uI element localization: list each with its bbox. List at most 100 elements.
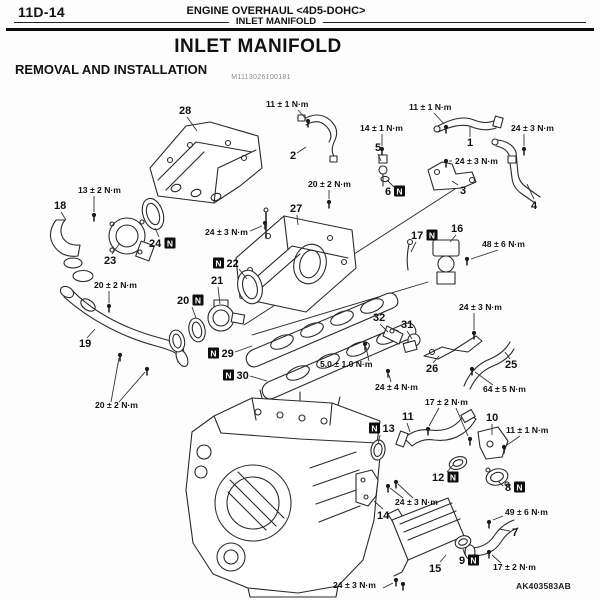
bolt-icon <box>486 519 492 525</box>
callout-24: 24 <box>149 238 162 250</box>
callout-leader-line <box>296 214 299 226</box>
header-title: ENGINE OVERHAUL <4D5-DOHC> <box>186 5 366 17</box>
figure-code: AK403583AB <box>516 581 571 591</box>
n-marker-box <box>213 257 224 269</box>
n-marker-letter: N <box>429 231 435 241</box>
callout-22: 22 <box>227 258 239 270</box>
part-15-egr-cooler <box>387 497 465 577</box>
torque-label: 24 ± 3 N·m <box>395 497 438 507</box>
torque-leader-line <box>389 487 404 499</box>
callout-27: 27 <box>290 203 302 215</box>
n-marker-box <box>447 471 459 483</box>
bolt-icon <box>385 483 391 489</box>
torque-label: 49 ± 6 N·m <box>505 507 548 517</box>
part-20-gaskets <box>168 317 206 353</box>
torque-label: 24 ± 3 N·m <box>459 302 502 312</box>
callout-leader-line <box>410 241 417 253</box>
callout-leader-line <box>296 146 307 154</box>
callout-25: 25 <box>505 359 517 371</box>
callout-leader-line <box>377 153 382 162</box>
n-marker-letter: N <box>225 371 231 381</box>
n-marker-box <box>223 369 234 381</box>
callout-leader-line <box>432 355 440 364</box>
part-17-level-gauge <box>406 238 414 271</box>
bolt-icon <box>467 436 473 442</box>
part-3-bracket <box>427 161 477 191</box>
torque-label: 48 ± 6 N·m <box>482 239 525 249</box>
part-21-egr-valve <box>207 299 246 332</box>
bolt-icon <box>521 146 527 152</box>
bolt-icon <box>443 124 449 130</box>
callout-31: 31 <box>401 319 413 331</box>
header-subtitle: INLET MANIFOLD <box>228 16 324 27</box>
part-25-pipe <box>463 341 515 390</box>
callout-9: 9 <box>459 555 465 567</box>
torque-leader-line <box>249 225 263 232</box>
torque-leader-line <box>118 371 146 403</box>
callout-23: 23 <box>104 255 116 267</box>
callout-leader-line <box>386 179 395 188</box>
bolt-icon <box>262 220 268 226</box>
bolt-icon <box>106 303 112 309</box>
torque-label: 24 ± 3 N·m <box>455 156 498 166</box>
torque-label: 5.0 ± 1.0 N·m <box>320 359 373 369</box>
callout-26: 26 <box>426 363 438 375</box>
callout-17: 17 <box>411 230 423 242</box>
bolt-icon <box>117 352 123 358</box>
bolt-icon <box>362 341 368 347</box>
torque-label: 64 ± 5 N·m <box>483 384 526 394</box>
callout-28: 28 <box>179 105 191 117</box>
n-marker-box <box>514 481 525 493</box>
callout-11: 11 <box>402 411 414 423</box>
callout-20: 20 <box>177 295 189 307</box>
n-marker-letter: N <box>450 473 456 483</box>
part-7-water-pipe <box>464 519 519 560</box>
callout-15: 15 <box>429 563 441 575</box>
torque-label: 20 ± 2 N·m <box>95 400 138 410</box>
part-13-gasket <box>370 439 386 461</box>
callout-leader-line <box>379 323 389 333</box>
part-11-egr-pipe <box>395 408 477 448</box>
part-2-harness <box>297 114 338 163</box>
callout-2: 2 <box>290 150 296 162</box>
part-32-bracket <box>382 325 404 345</box>
callout-29: 29 <box>222 348 234 360</box>
callout-leader-line <box>373 500 384 510</box>
callout-leader-line <box>449 234 457 243</box>
torque-label: 13 ± 2 N·m <box>78 185 121 195</box>
bolt-icon <box>144 366 150 372</box>
engine-block <box>185 389 381 598</box>
torque-label: 20 ± 2 N·m <box>94 280 137 290</box>
bolt-icon <box>425 426 431 432</box>
callout-30: 30 <box>237 370 249 382</box>
part-26-bracket <box>423 335 483 360</box>
callout-12: 12 <box>432 472 444 484</box>
n-marker-letter: N <box>470 556 476 566</box>
torque-leader-line <box>506 435 521 446</box>
callout-13: 13 <box>383 423 395 435</box>
callout-leader-line <box>406 330 413 340</box>
callout-21: 21 <box>211 275 223 287</box>
torque-leader-line <box>110 357 120 403</box>
part-24-gasket <box>141 197 165 231</box>
part-4-pipe <box>491 138 541 204</box>
part-18-air-hose <box>49 219 94 283</box>
bolt-icon <box>486 549 492 555</box>
callout-leader-line <box>86 328 96 339</box>
callout-leader-line <box>234 345 253 353</box>
n-marker-letter: N <box>516 483 522 493</box>
bolt-icon <box>469 366 475 372</box>
callout-14: 14 <box>377 510 390 522</box>
torque-label: 24 ± 3 N·m <box>511 123 554 133</box>
bolt-icon <box>471 330 477 336</box>
n-marker-box <box>192 294 204 306</box>
n-marker-box <box>208 347 219 359</box>
torque-leader-line <box>470 249 499 260</box>
part-19-inlet-pipe <box>59 285 189 367</box>
torque-label: 17 ± 2 N·m <box>493 562 536 572</box>
bolt-icon <box>393 577 399 583</box>
callout-leader-line <box>526 183 535 200</box>
part-1-hose <box>433 115 504 133</box>
torque-leader-line <box>397 483 414 499</box>
callout-leader-line <box>238 268 248 280</box>
